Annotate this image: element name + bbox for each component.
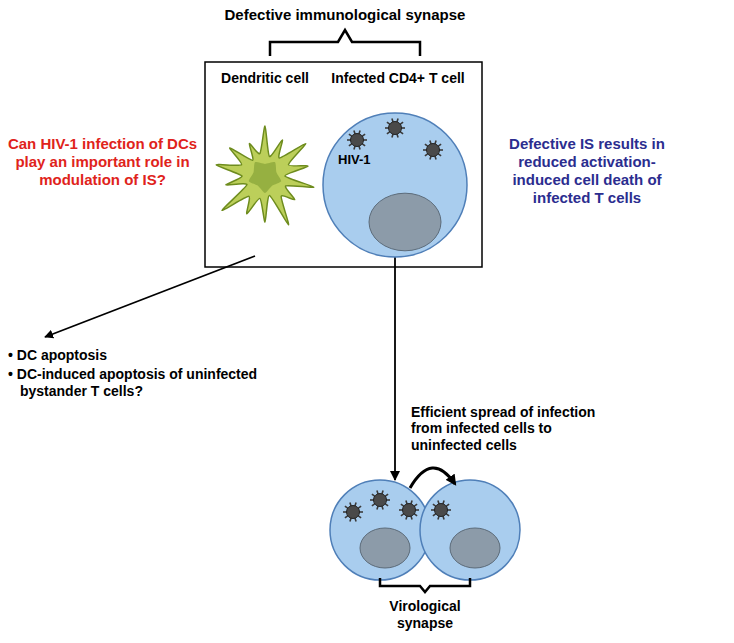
synapse-bracket [380,578,470,592]
outcome-bullet: • DC apoptosis [8,347,270,364]
hiv-virion [431,500,451,519]
virion-core [351,134,364,147]
hiv-virion [385,118,405,137]
t-cell-body [323,113,467,257]
hiv-virion [423,140,443,159]
dendritic-cell: Dendritic cell [207,66,325,256]
node-heading: Virological synapse [375,598,475,632]
hiv-virion [399,500,419,519]
virion-core [389,122,402,135]
virological-synapse-group: Virological synapse [325,480,525,632]
result-note: Defective IS results in reduced activati… [492,135,682,207]
dendritic-cell-drawing [216,126,313,225]
virion-core [403,504,416,517]
outcome-bullet: • DC-induced apoptosis of uninfected bys… [8,366,270,400]
dendritic-cell-body [216,126,313,225]
node-heading: Infected CD4+ T cell [331,70,464,87]
virion-core [347,506,360,519]
cell-nucleus [360,528,410,568]
virus-label: HIV-1 [338,152,371,168]
hiv-virion [370,490,390,509]
edge-label: Efficient spread of infection from infec… [411,404,621,454]
t-cell-body [330,480,430,580]
hiv-virion [347,130,367,149]
spread-arrow [394,257,396,480]
question-note: Can HIV-1 infection of DCs play an impor… [5,135,200,189]
virion-core [435,504,448,517]
outcome-arrow [45,256,255,337]
synapse-frame [205,62,482,267]
synapse-bracket [270,30,420,56]
virion-core [374,494,387,507]
virion-core [427,144,440,157]
t-cell: Infected CD4+ T cellHIV-1 [318,66,472,257]
cell-nucleus [450,528,500,568]
cell-nucleus [369,193,441,251]
t-cell-body [420,480,520,580]
dendritic-cell-art [207,66,325,256]
hiv-virion [343,502,363,521]
diagram-title: Defective immunological synapse [195,6,495,24]
node-heading: Dendritic cell [221,70,309,87]
dendritic-cell-core [249,162,281,193]
transfer-arrow [410,468,455,488]
